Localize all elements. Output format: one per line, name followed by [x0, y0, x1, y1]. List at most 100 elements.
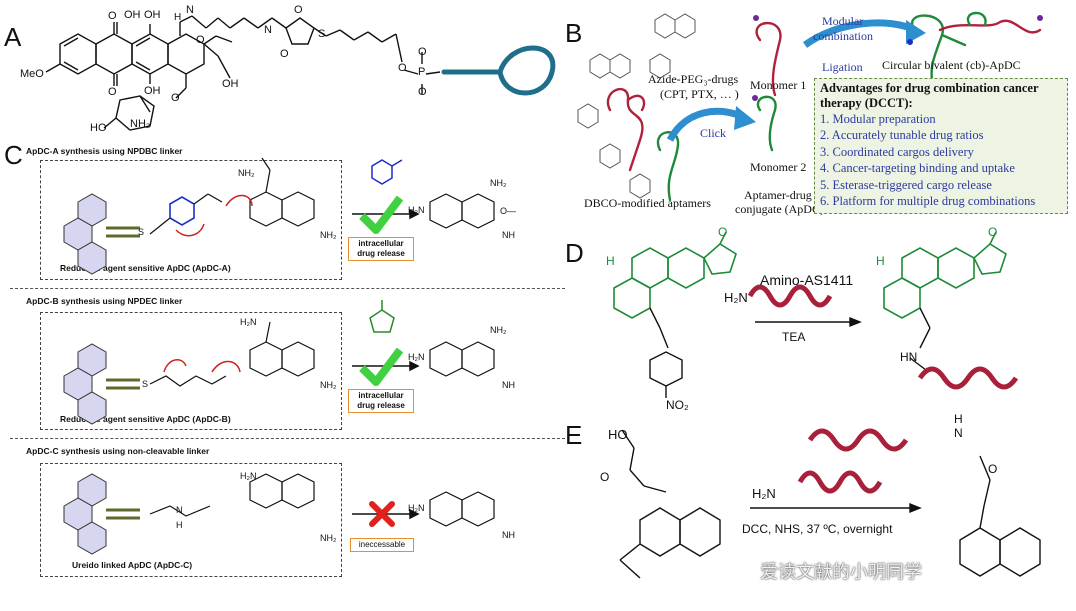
- aptamer-label-2: conjugate (ApDC): [735, 202, 824, 216]
- h2n-label-d: H₂N: [724, 290, 748, 305]
- label-nh2-b: NH₂: [320, 380, 337, 390]
- label-nh2-a: NH₂: [238, 168, 255, 178]
- panel-b-graphic: [577, 11, 1043, 202]
- label-o4: O: [171, 92, 180, 104]
- label-h2n-a: H₂N: [408, 205, 425, 215]
- panel-a-structure: [45, 15, 556, 131]
- modular-label-2: combination: [813, 29, 873, 43]
- label-op2: O: [418, 46, 427, 58]
- separator-2: [10, 438, 565, 439]
- label-nh2-pb: NH₂: [490, 325, 507, 335]
- h-label-d2: H: [876, 254, 885, 268]
- azide-label-2: (CPT, PTX, … ): [660, 87, 739, 101]
- section2-caption: Reductive agent sensitive ApDC (ApDC-B): [60, 414, 231, 424]
- section2-box: [40, 312, 342, 430]
- separator-1: [10, 288, 565, 289]
- no2-label: NO₂: [666, 398, 689, 412]
- release-box-b: intracellular drug release: [348, 389, 414, 413]
- label-n: N: [186, 4, 194, 16]
- aptamer-schematic: [63, 193, 140, 275]
- advantage-item: 1. Modular preparation: [820, 112, 936, 126]
- section1-title: ApDC-A synthesis using NPDBC linker: [26, 146, 183, 156]
- o-label-d2: O: [988, 225, 998, 239]
- label-nh2-a2: NH₂: [320, 230, 337, 240]
- click-label: Click: [700, 126, 726, 140]
- label-oh4: OH: [222, 78, 239, 90]
- panel-letter-e: E: [565, 420, 583, 450]
- hn-label-d: HN: [900, 350, 918, 364]
- modular-label-1: Modular: [822, 14, 864, 28]
- aptamer-label-1: Aptamer-drug: [744, 188, 812, 202]
- label-h2n-c: H₂N: [240, 471, 257, 481]
- advantage-item: 6. Platform for multiple drug combinatio…: [820, 194, 1036, 209]
- h-label-e: H: [954, 412, 963, 426]
- circular-label: Circular bivalent (cb)-ApDC: [882, 58, 1021, 72]
- panel-letter-a: A: [4, 22, 22, 52]
- advantages-list: 1. Modular preparation 2. Accurately tun…: [815, 111, 1067, 209]
- advantage-item: 2. Accurately tunable drug ratios: [820, 128, 984, 143]
- panel-letter-b: B: [565, 18, 583, 48]
- label-h-c: H: [176, 520, 183, 530]
- label-n-c: N: [176, 505, 183, 515]
- advantages-box: Advantages for drug combination cancer t…: [814, 78, 1068, 214]
- section1-caption: Reductive agent sensitive ApDC (ApDC-A): [60, 263, 231, 273]
- ligation-label: Ligation: [822, 60, 863, 74]
- label-s: S: [318, 28, 326, 40]
- section3-box: [40, 463, 342, 577]
- condition-label-e: DCC, NHS, 37 ºC, overnight: [742, 522, 893, 536]
- label-meo: MeO: [20, 68, 44, 80]
- panel-c-structures: [63, 157, 495, 555]
- label-oh1: OH: [124, 9, 141, 21]
- label-nh-b: NH: [502, 380, 515, 390]
- label-s-a: S: [138, 227, 145, 237]
- label-o3: O: [196, 34, 205, 46]
- label-oh2: OH: [144, 9, 161, 21]
- release-text-1: intracellular: [358, 391, 404, 400]
- release-text-2: drug release: [357, 249, 405, 258]
- label-nh-c: NH: [502, 530, 515, 540]
- label-o6: O: [280, 48, 289, 60]
- section1-box: [40, 160, 342, 280]
- panel-letter-d: D: [565, 238, 584, 268]
- panel-d-graphic: [613, 231, 1019, 398]
- label-o1: O: [108, 10, 117, 22]
- advantage-item: 3. Coordinated cargos delivery: [820, 144, 974, 159]
- label-op3: O: [418, 86, 427, 98]
- n-label-e: N: [954, 426, 963, 440]
- ho-label-e: HO: [608, 427, 628, 442]
- release-text-1: intracellular: [358, 239, 404, 248]
- h-label-d1: H: [606, 254, 615, 268]
- label-nh2: NH₂: [130, 118, 151, 130]
- h2n-label-e: H₂N: [752, 486, 776, 501]
- panel-e-graphic: [619, 428, 1041, 579]
- panel-letter-c: C: [4, 140, 23, 170]
- advantages-title-1: Advantages for drug combination cancer: [820, 81, 1039, 95]
- label-h2n-pb: H₂N: [408, 352, 425, 362]
- monomer1-label: Monomer 1: [750, 78, 807, 92]
- o-label-e2: O: [600, 470, 610, 484]
- label-ome-a: O—: [500, 206, 517, 216]
- label-n2: N: [264, 24, 272, 36]
- inaccessible-text: ineccessable: [358, 540, 406, 549]
- label-o5: O: [294, 4, 303, 16]
- inaccessible-box: ineccessable: [350, 538, 414, 552]
- watermark: 爱读文献的小明同学: [760, 562, 922, 583]
- section2-title: ApDC-B synthesis using NPDEC linker: [26, 296, 183, 306]
- label-op1: O: [398, 62, 407, 74]
- advantage-item: 5. Esterase-triggered cargo release: [820, 177, 992, 192]
- release-box-a: intracellular drug release: [348, 237, 414, 261]
- label-h2n-pc: H₂N: [408, 503, 425, 513]
- label-nh-a: NH: [502, 230, 515, 240]
- dbco-label: DBCO-modified aptamers: [584, 196, 711, 210]
- advantages-title-2: therapy (DCCT):: [820, 96, 913, 110]
- monomer2-label: Monomer 2: [750, 160, 807, 174]
- label-nh2-c: NH₂: [320, 533, 337, 543]
- label-o2: O: [108, 86, 117, 98]
- label-hn: H: [174, 12, 182, 23]
- label-h2n-b: H₂N: [240, 317, 257, 327]
- section3-title: ApDC-C synthesis using non-cleavable lin…: [26, 446, 210, 456]
- o-label-d1: O: [718, 225, 728, 239]
- azide-label-1: Azide-PEG₃-drugs: [648, 72, 739, 86]
- label-oh3: OH: [144, 85, 161, 97]
- release-text-2: drug release: [357, 401, 405, 410]
